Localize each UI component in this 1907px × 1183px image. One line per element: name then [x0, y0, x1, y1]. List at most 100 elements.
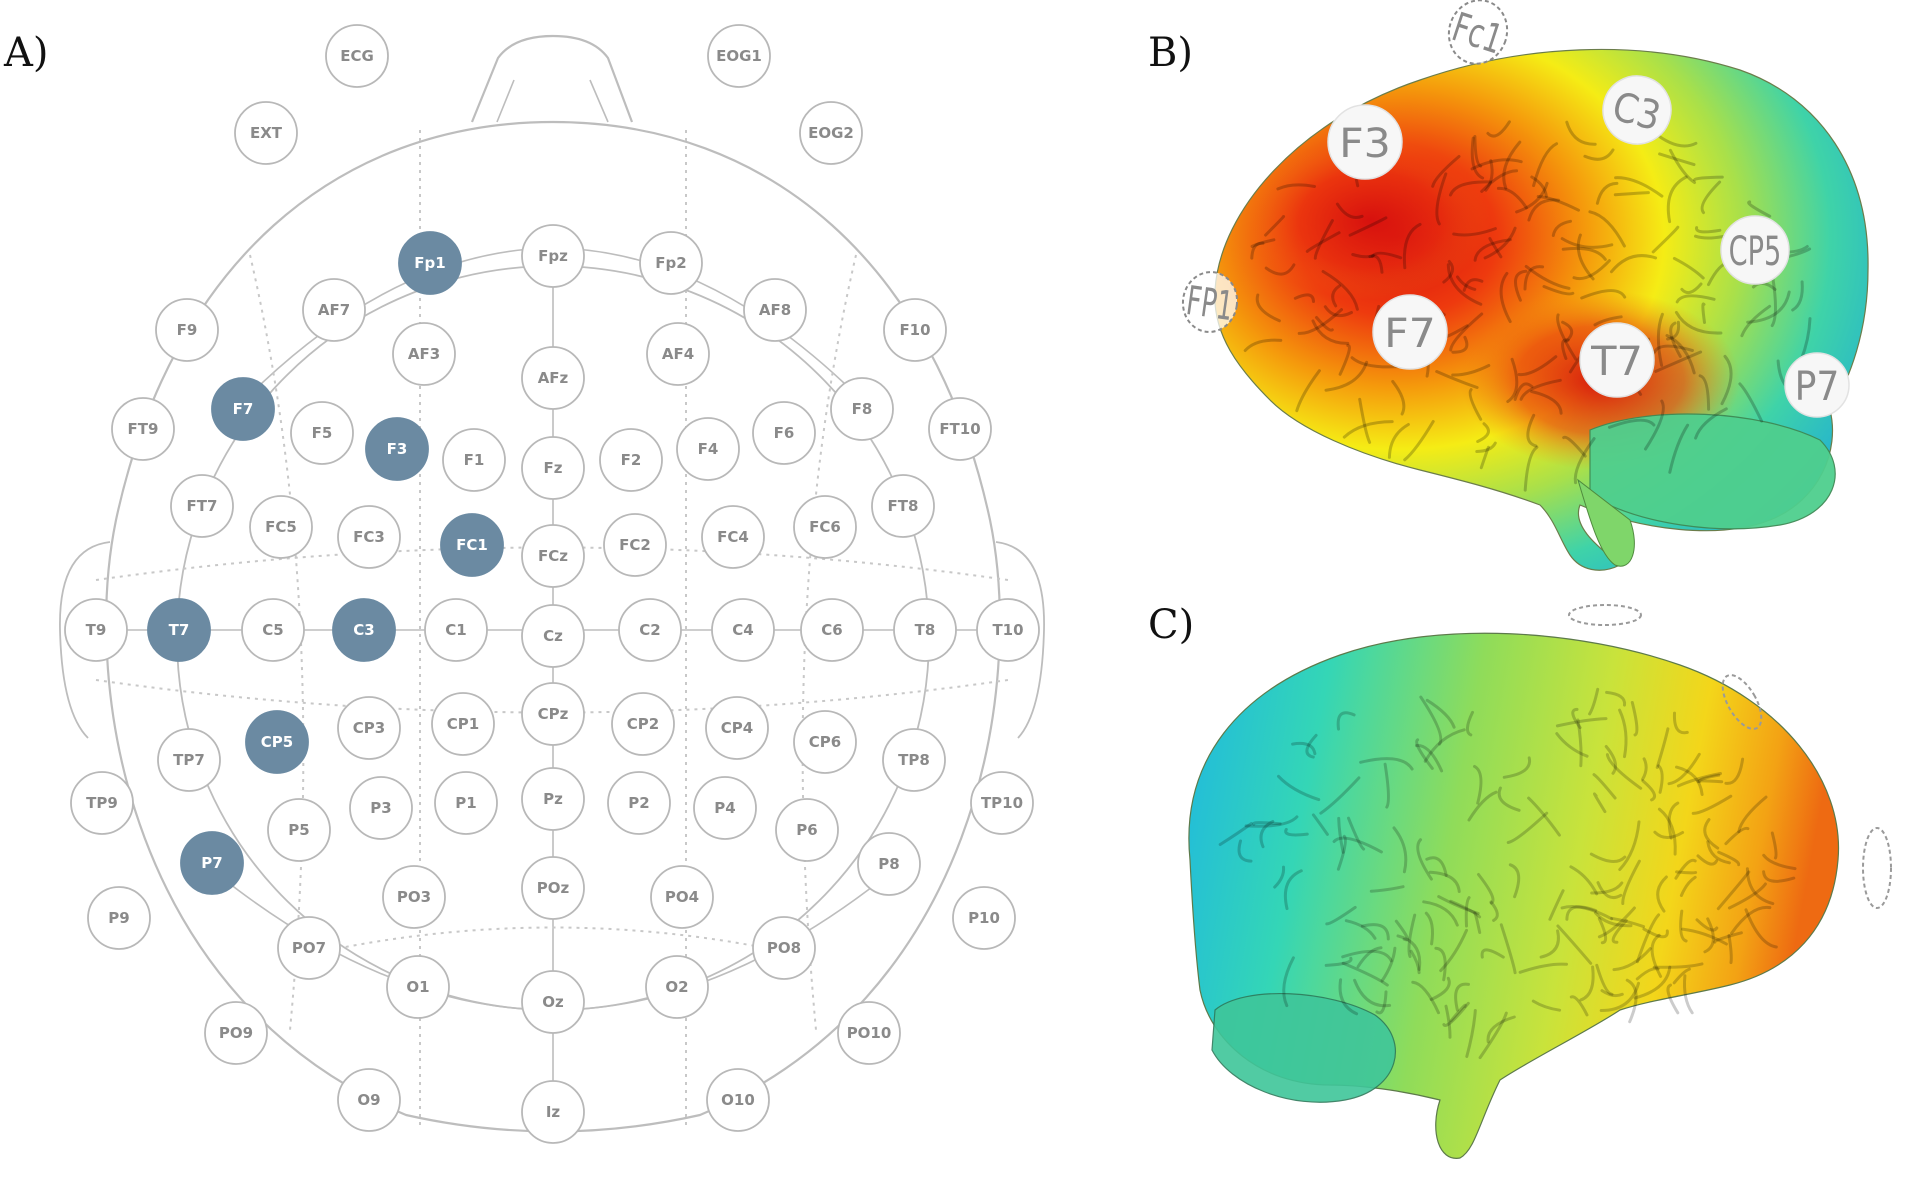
gyrus-fold	[1502, 756, 1532, 779]
electrode-circle	[365, 417, 429, 481]
brain-c-gyri	[1218, 687, 1797, 1060]
gyrus-fold	[1727, 934, 1733, 965]
gyrus-fold	[1654, 350, 1703, 373]
gyrus-fold	[1657, 764, 1664, 794]
gyrus-fold	[1526, 413, 1538, 448]
electrode-t10: T10	[976, 598, 1040, 662]
gyrus-fold	[1635, 967, 1660, 981]
electrode-fp1: Fp1	[398, 231, 462, 295]
electrode-fp2: Fp2	[639, 231, 703, 295]
electrode-circle	[155, 298, 219, 362]
gyrus-fold	[1644, 399, 1665, 451]
gyrus-fold	[1486, 120, 1511, 138]
gyrus-fold	[1451, 335, 1469, 354]
electrode-circle	[646, 322, 710, 386]
electrode-label: CP1	[447, 715, 479, 733]
gyrus-fold	[1244, 815, 1299, 828]
electrode-label: P2	[628, 794, 649, 812]
electrode-label: F10	[899, 321, 930, 339]
gyrus-fold	[1319, 776, 1361, 815]
brain-c	[1188, 632, 1892, 1159]
electrode-label: Fz	[544, 459, 563, 477]
gyrus-fold	[1332, 836, 1383, 854]
brain-c-ghost-marker-right	[1862, 827, 1892, 909]
gyrus-fold	[1449, 312, 1484, 352]
gyrus-fold	[1324, 360, 1369, 392]
electrode-label: O1	[406, 978, 429, 996]
gyrus-fold	[1625, 978, 1638, 1024]
electrode-label: FT9	[128, 420, 159, 438]
electrode-circle	[521, 1080, 585, 1144]
gyrus-fold	[1264, 263, 1296, 276]
brain-b-electrode-disc	[1602, 75, 1672, 145]
gyrus-fold	[1579, 965, 1595, 1002]
gyrus-fold	[1696, 854, 1719, 866]
electrode-circle	[277, 916, 341, 980]
gyrus-fold	[1730, 905, 1772, 935]
electrode-circle	[382, 865, 446, 929]
electrode-c4: C4	[711, 598, 775, 662]
gyrus-fold	[1588, 687, 1600, 716]
electrode-label: TP7	[173, 751, 205, 769]
electrode-f7: F7	[211, 377, 275, 441]
electrode-label: CPz	[538, 705, 569, 723]
gyrus-fold	[1600, 989, 1624, 998]
brain-b-electrode-p7: P7	[1784, 352, 1850, 418]
electrode-ft10: FT10	[928, 397, 992, 461]
electrode-label: TP9	[86, 794, 118, 812]
electrode-circle	[87, 886, 151, 950]
gyrus-fold	[1658, 152, 1696, 167]
electrode-label: P4	[714, 799, 735, 817]
electrode-circle	[204, 1001, 268, 1065]
electrode-circle	[147, 598, 211, 662]
gyrus-fold	[1791, 280, 1804, 312]
gyrus-fold	[1666, 320, 1681, 341]
gyrus-fold	[1656, 312, 1664, 367]
electrode-o9: O9	[337, 1068, 401, 1132]
gyrus-fold	[1539, 929, 1560, 959]
electrode-circle	[693, 776, 757, 840]
gyrus-fold	[1394, 919, 1409, 942]
gyrus-fold	[1470, 158, 1523, 171]
gyrus-fold	[1419, 695, 1443, 746]
electrode-p7: P7	[180, 831, 244, 895]
electrode-label: C4	[732, 621, 753, 639]
gyrus-fold	[1524, 264, 1571, 290]
gyrus-fold	[1651, 225, 1680, 254]
electrode-label: F9	[177, 321, 198, 339]
gyrus-fold	[1341, 949, 1393, 963]
gyrus-fold	[1237, 839, 1253, 863]
gyrus-fold	[1561, 246, 1607, 261]
electrode-label: P6	[796, 821, 817, 839]
gyrus-fold	[1669, 321, 1682, 358]
electrode-circle	[442, 428, 506, 492]
electrode-cp6: CP6	[793, 710, 857, 774]
electrode-label: T9	[86, 621, 107, 639]
electrode-label: C5	[262, 621, 283, 639]
electrode-fcz: FCz	[521, 524, 585, 588]
gyrus-fold	[1514, 269, 1528, 302]
gyrus-fold	[1560, 905, 1614, 921]
gyrus-fold	[1580, 289, 1627, 300]
gyrus-fold	[1562, 435, 1587, 458]
electrode-label: C3	[353, 621, 374, 639]
electrode-circle	[170, 474, 234, 538]
gyrus-fold	[1454, 982, 1470, 1012]
gyrus-fold	[1565, 905, 1598, 921]
gyrus-fold	[1341, 961, 1389, 987]
electrode-circle	[706, 1068, 770, 1132]
gyrus-fold	[1468, 388, 1483, 421]
gyrus-fold	[1442, 1001, 1470, 1027]
electrode-circle	[607, 771, 671, 835]
gyrus-fold	[1523, 265, 1545, 291]
electrode-o1: O1	[386, 955, 450, 1019]
gyrus-fold	[1555, 717, 1608, 728]
electrode-o10: O10	[706, 1068, 770, 1132]
gyrus-fold	[1565, 120, 1597, 146]
electrode-eog2: EOG2	[799, 101, 863, 165]
gyrus-fold	[1641, 779, 1656, 802]
electrode-label: CP3	[353, 719, 385, 737]
gyrus-fold	[1694, 407, 1728, 440]
electrode-circle	[337, 505, 401, 569]
electrode-fc2: FC2	[603, 513, 667, 577]
